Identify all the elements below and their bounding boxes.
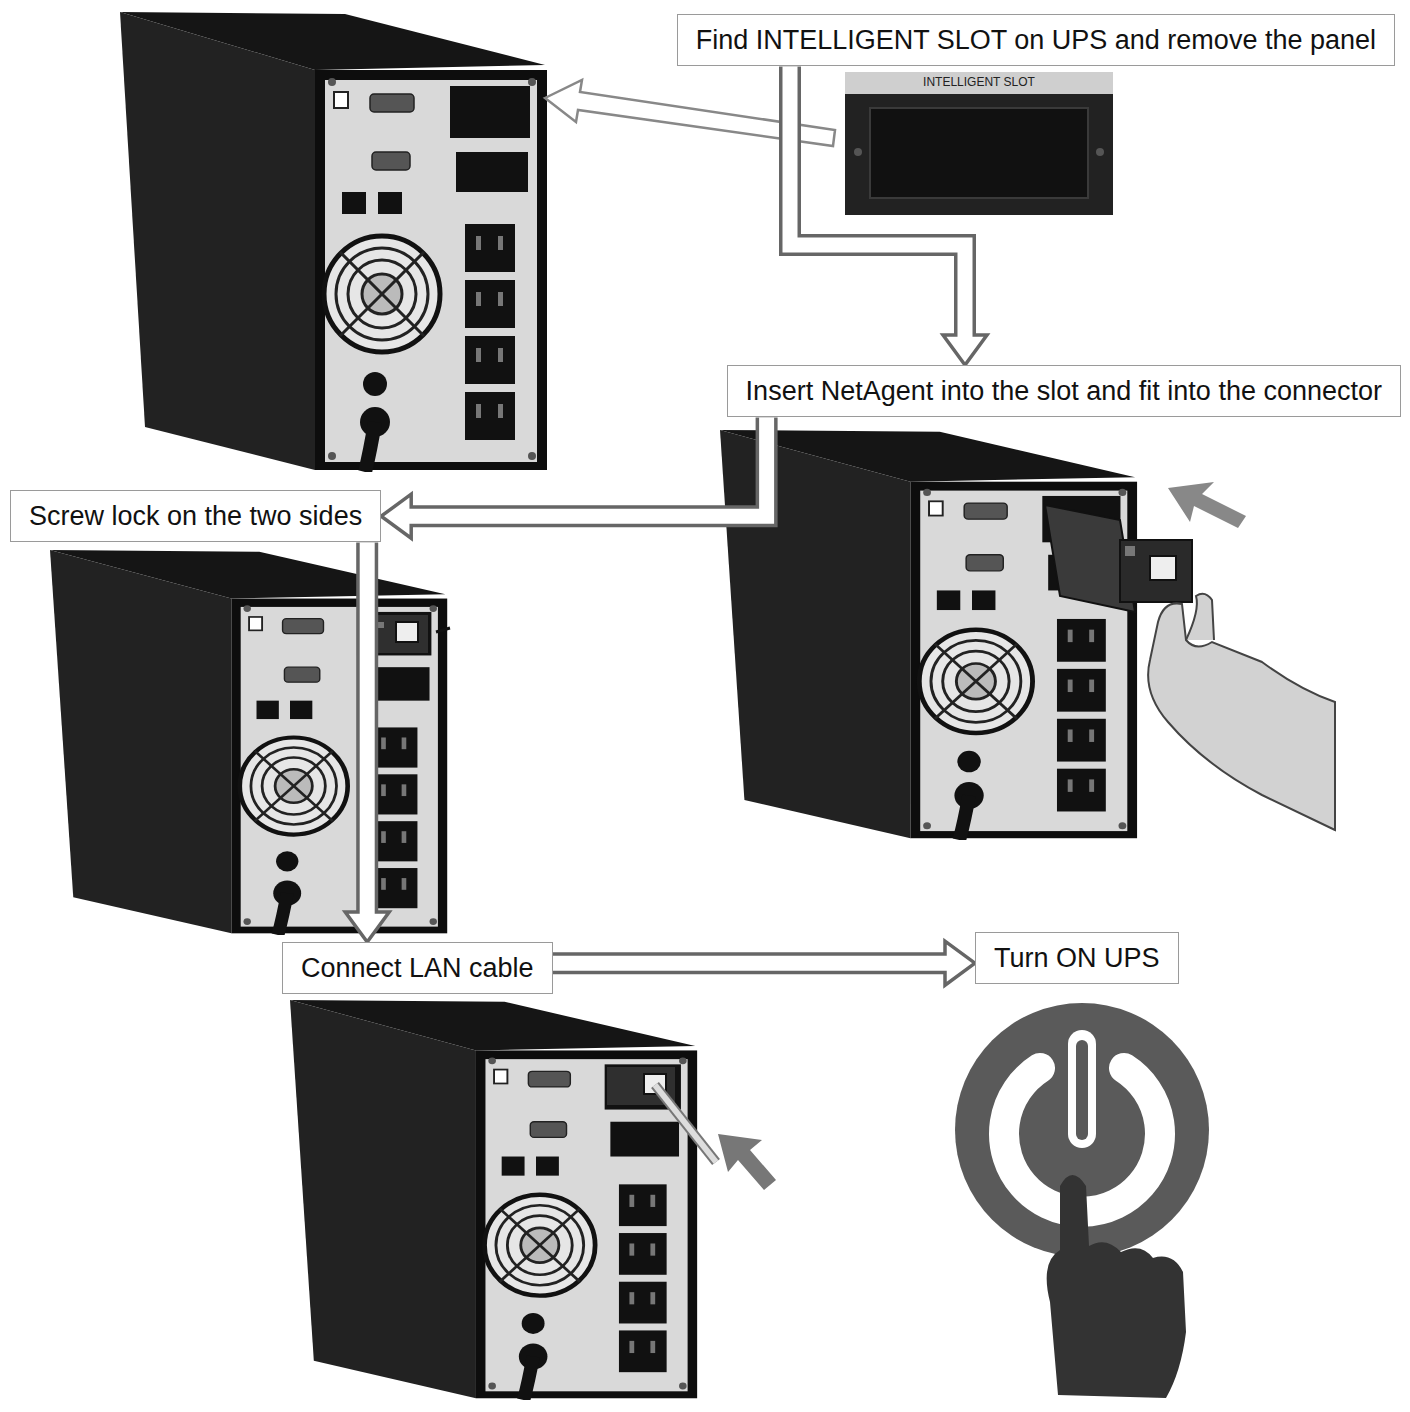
- pointer-arrow: [1168, 482, 1246, 528]
- step-arrow: [381, 417, 766, 538]
- slot-panel-photo: [845, 72, 1113, 215]
- step-text: Connect LAN cable: [301, 952, 534, 984]
- step-arrow: [790, 66, 987, 365]
- hand: [1148, 594, 1335, 830]
- step-box: Find INTELLIGENT SLOT on UPS and remove …: [677, 14, 1395, 66]
- step-arrow: [553, 941, 975, 985]
- step-text: Insert NetAgent into the slot and fit in…: [746, 375, 1382, 407]
- ups-unit: [120, 12, 547, 472]
- step-text: Find INTELLIGENT SLOT on UPS and remove …: [696, 24, 1376, 56]
- panel-label: INTELLIGENT SLOT: [923, 76, 1035, 89]
- hand: [1047, 1175, 1186, 1398]
- ups-unit: [720, 430, 1137, 840]
- step-arrow: [345, 542, 389, 942]
- ups-unit: [290, 1000, 697, 1400]
- lan-cable: [655, 1085, 716, 1162]
- netagent-card: [1045, 505, 1192, 612]
- step-text: Turn ON UPS: [994, 942, 1160, 974]
- step-text: Screw lock on the two sides: [29, 500, 362, 532]
- step-box: Screw lock on the two sides: [10, 490, 381, 542]
- step-box: Connect LAN cable: [282, 942, 553, 994]
- step-box: Insert NetAgent into the slot and fit in…: [727, 365, 1401, 417]
- step-box: Turn ON UPS: [975, 932, 1179, 984]
- ups-unit: [50, 550, 447, 935]
- pointer-arrow: [718, 1134, 776, 1190]
